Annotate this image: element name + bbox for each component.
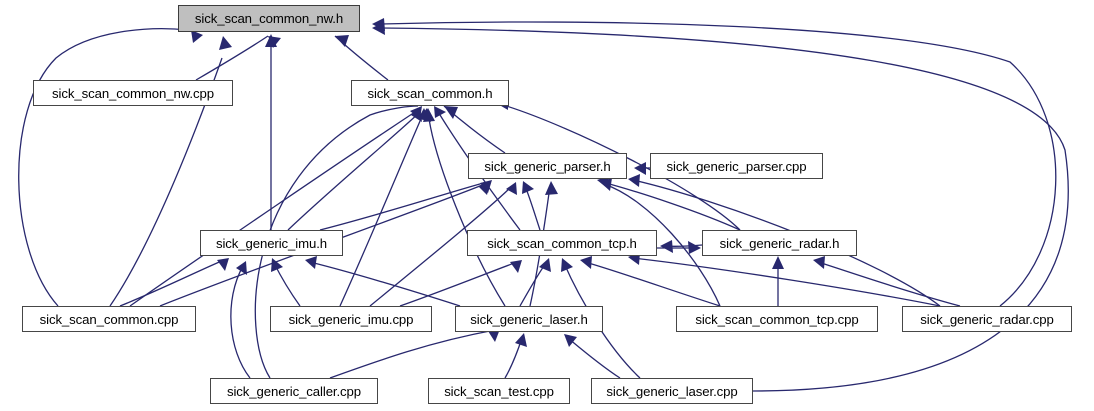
graph-node-label: sick_generic_imu.cpp: [288, 311, 414, 327]
graph-node-label: sick_scan_common.cpp: [39, 311, 179, 327]
graph-edge-arrowhead: [813, 256, 825, 269]
graph-edge: [379, 21, 1057, 307]
graph-edge-arrowhead: [191, 30, 203, 43]
graph-node-label: sick_generic_parser.cpp: [666, 158, 807, 174]
graph-node-sick-scan-common-tcp-h[interactable]: sick_scan_common_tcp.h: [467, 230, 657, 256]
graph-node-sick-generic-laser-h[interactable]: sick_generic_laser.h: [455, 306, 603, 332]
graph-edge-arrowhead: [522, 181, 534, 194]
graph-edge: [567, 337, 621, 379]
graph-node-label: sick_generic_radar.h: [719, 235, 840, 251]
graph-edge-arrowhead: [688, 241, 701, 254]
graph-node-sick-generic-imu-h[interactable]: sick_generic_imu.h: [200, 230, 343, 256]
graph-edge: [230, 265, 251, 379]
graph-node-label: sick_generic_parser.h: [484, 158, 611, 174]
graph-node-label: sick_scan_common_tcp.cpp: [695, 311, 859, 327]
graph-node-sick-scan-common-cpp[interactable]: sick_scan_common.cpp: [22, 306, 196, 332]
graph-edge: [427, 111, 506, 307]
graph-edge-arrowhead: [434, 106, 446, 118]
graph-node-sick-generic-radar-cpp[interactable]: sick_generic_radar.cpp: [902, 306, 1072, 332]
graph-edge-arrowhead: [271, 258, 283, 272]
graph-edge: [499, 103, 741, 231]
graph-edge: [601, 181, 741, 231]
graph-edge-arrowhead: [772, 256, 784, 269]
graph-edge-arrowhead: [335, 35, 349, 47]
graph-node-label: sick_scan_common_nw.h: [194, 11, 344, 26]
graph-edge-arrowhead: [305, 256, 317, 269]
graph-edge: [129, 111, 416, 307]
graph-edge: [632, 257, 941, 307]
graph-edge-arrowhead: [510, 260, 522, 273]
graph-edge: [119, 259, 225, 307]
graph-node-label: sick_generic_laser.cpp: [606, 383, 738, 399]
graph-node-sick-scan-common-nw-cpp[interactable]: sick_scan_common_nw.cpp: [33, 80, 233, 106]
graph-edge-arrowhead: [265, 34, 277, 47]
graph-edge: [603, 183, 721, 307]
graph-node-sick-scan-common-h[interactable]: sick_scan_common.h: [351, 80, 509, 106]
graph-edge-arrowhead: [506, 182, 517, 195]
graph-edge: [399, 261, 518, 307]
graph-edge-arrowhead: [515, 333, 527, 347]
graph-edge-arrowhead: [600, 178, 612, 191]
graph-edge-arrowhead: [628, 174, 640, 187]
graph-edge: [195, 35, 269, 81]
graph-node-label: sick_generic_radar.cpp: [920, 311, 1054, 327]
graph-edge-arrowhead: [372, 22, 385, 35]
graph-edge: [817, 261, 961, 307]
graph-edge: [519, 262, 547, 307]
graph-edge-arrowhead: [488, 329, 500, 342]
graph-edge: [18, 28, 189, 307]
graph-node-label: sick_generic_laser.h: [470, 311, 588, 327]
graph-node-sick-scan-common-tcp-cpp[interactable]: sick_scan_common_tcp.cpp: [676, 306, 878, 332]
graph-node-label: sick_generic_imu.h: [215, 235, 328, 251]
graph-node-sick-generic-parser-h[interactable]: sick_generic_parser.h: [468, 153, 627, 179]
graph-edge-arrowhead: [217, 258, 229, 271]
graph-edge-arrowhead: [660, 240, 673, 253]
graph-node-sick-generic-parser-cpp[interactable]: sick_generic_parser.cpp: [650, 153, 823, 179]
graph-edge: [584, 261, 721, 307]
graph-edge: [287, 111, 421, 231]
graph-node-label: sick_scan_test.cpp: [444, 383, 554, 399]
graph-edge-arrowhead: [564, 334, 577, 347]
graph-edge-arrowhead: [219, 36, 232, 50]
graph-edge-arrowhead: [478, 182, 490, 195]
graph-node-sick-generic-radar-h[interactable]: sick_generic_radar.h: [702, 230, 857, 256]
graph-edge-arrowhead: [444, 106, 458, 119]
graph-edge-arrowhead: [561, 258, 573, 272]
graph-edge-arrowhead: [539, 258, 551, 272]
graph-edge: [329, 329, 496, 379]
graph-edge: [254, 105, 419, 379]
graph-node-sick-scan-common-nw-h[interactable]: sick_scan_common_nw.h: [178, 5, 360, 32]
graph-edge: [273, 262, 301, 307]
graph-node-label: sick_generic_caller.cpp: [226, 383, 362, 399]
graph-edge: [369, 185, 513, 307]
graph-node-sick-generic-caller-cpp[interactable]: sick_generic_caller.cpp: [210, 378, 378, 404]
graph-edge: [309, 261, 461, 307]
graph-node-label: sick_scan_common_nw.cpp: [52, 85, 214, 101]
graph-edge: [379, 27, 1069, 392]
graph-node-label: sick_scan_common_tcp.h: [487, 235, 637, 251]
graph-node-sick-generic-laser-cpp[interactable]: sick_generic_laser.cpp: [591, 378, 753, 404]
graph-node-sick-generic-imu-cpp[interactable]: sick_generic_imu.cpp: [270, 306, 432, 332]
graph-edge-arrowhead: [580, 256, 592, 269]
graph-edge-arrowhead: [410, 106, 422, 119]
graph-edge: [524, 185, 541, 231]
graph-edge: [319, 181, 488, 231]
graph-edge: [339, 111, 425, 307]
graph-edge-arrowhead: [236, 261, 247, 275]
graph-node-label: sick_scan_common.h: [367, 85, 493, 101]
graph-node-sick-scan-test-cpp[interactable]: sick_scan_test.cpp: [428, 378, 570, 404]
graph-edge-arrowhead: [423, 108, 435, 122]
graph-edge-arrowhead: [545, 181, 558, 195]
graph-edge-arrowhead: [634, 162, 646, 175]
